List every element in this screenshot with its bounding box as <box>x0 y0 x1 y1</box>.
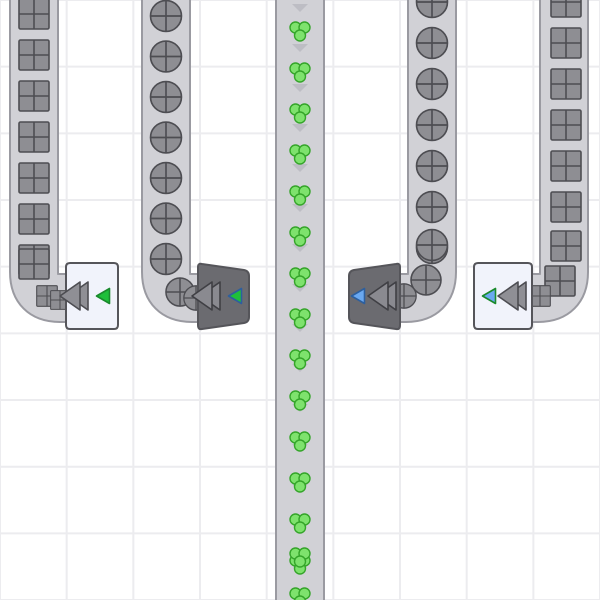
direction-arrow-icon <box>367 281 389 311</box>
square-item <box>18 162 50 194</box>
square-item <box>18 248 50 280</box>
indicator-arrow-icon <box>350 287 366 305</box>
flow-arrow-icon <box>292 164 308 172</box>
circle-cross-item <box>149 161 183 195</box>
square-item <box>18 203 50 235</box>
direction-arrow-icon <box>59 281 81 311</box>
circle-cross-item <box>149 121 183 154</box>
flow-arrow-icon <box>292 204 308 212</box>
machine-body <box>197 262 250 331</box>
square-item <box>550 27 582 59</box>
direction-arrow-icon <box>191 281 213 311</box>
circle-cross-item <box>149 202 183 235</box>
square-item <box>550 68 582 100</box>
flow-arrow-icon <box>292 4 308 12</box>
circle-cross-item <box>415 190 449 224</box>
flow-arrow-icon <box>292 124 308 132</box>
circle-cross-item <box>415 67 449 101</box>
machine-layer <box>59 262 533 331</box>
circle-cross-item <box>415 26 449 60</box>
indicator-arrow-icon <box>95 287 111 305</box>
square-item <box>550 230 582 262</box>
machine-body <box>65 262 119 330</box>
square-item <box>550 150 582 182</box>
circle-cross-item <box>415 228 449 262</box>
machine-2[interactable] <box>191 262 250 331</box>
square-item <box>550 109 582 141</box>
circle-cross-item <box>149 0 183 33</box>
square-item <box>18 121 50 153</box>
circle-cross-item <box>415 108 449 142</box>
indicator-arrow-icon <box>481 287 497 305</box>
flow-arrow-icon <box>292 244 308 252</box>
square-item <box>550 191 582 223</box>
machine-4[interactable] <box>473 262 533 330</box>
direction-arrow-icon <box>497 281 519 311</box>
flow-arrow-icon <box>292 84 308 92</box>
machine-1[interactable] <box>59 262 119 330</box>
machine-3[interactable] <box>348 262 401 331</box>
square-item <box>18 80 50 112</box>
green-cluster-item <box>289 587 311 600</box>
circle-cross-item <box>149 40 183 73</box>
circle-cross-item <box>415 149 449 183</box>
indicator-arrow-icon <box>227 287 243 305</box>
square-item <box>18 39 50 71</box>
circle-cross-item <box>149 80 183 114</box>
flow-arrow-icon <box>292 44 308 52</box>
square-item <box>18 0 50 30</box>
circle-cross-item <box>149 242 183 276</box>
square-item <box>550 0 582 18</box>
